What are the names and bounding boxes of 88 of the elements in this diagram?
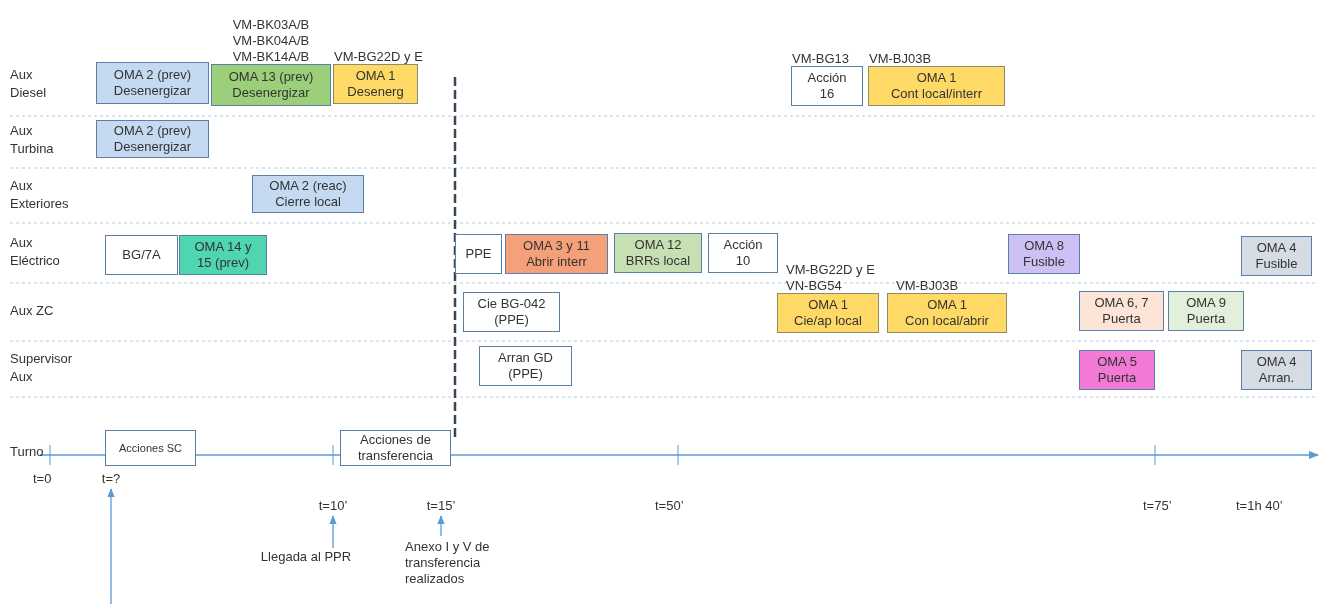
equipment-tag: VN-BG54 (786, 278, 842, 294)
task-box (1079, 291, 1164, 331)
task-box (96, 120, 209, 158)
box-text: Cie BG-042 (PPE) (476, 296, 547, 328)
box-text: Fusible (1255, 256, 1298, 272)
task-box (455, 234, 502, 274)
box-text: Puerta (1102, 311, 1141, 327)
box-text: OMA 3 y 11 (523, 238, 590, 254)
box-text: PPE (465, 246, 492, 262)
row-label: Supervisor Aux (10, 350, 74, 386)
task-box (1241, 236, 1312, 276)
task-box (614, 233, 702, 273)
box-text: OMA 8 (1024, 238, 1064, 254)
annotation-text: t=15’ (426, 498, 456, 514)
annotation-text: t=10’ (318, 498, 348, 514)
box-text: OMA 1 (808, 297, 848, 313)
box-text: OMA 5 (1097, 354, 1137, 370)
box-text: BRRs local (625, 253, 691, 269)
task-box (179, 235, 267, 275)
arrow (107, 488, 115, 605)
task-box (105, 430, 196, 466)
tick-label: t=75’ (1143, 497, 1173, 515)
task-box (505, 234, 608, 274)
equipment-tag: VM-BG22D y E (786, 262, 875, 278)
box-text: OMA 9 (1186, 295, 1226, 311)
box-text: OMA 2 (prev) (113, 67, 192, 83)
row-label: Aux Turbina (10, 122, 55, 158)
row-label: Aux Diesel (10, 66, 48, 102)
box-text: Puerta (1097, 370, 1137, 386)
equipment-tag: VM-BJ03B (896, 278, 959, 294)
box-text: Cierre local (275, 194, 341, 210)
arrow (329, 515, 337, 549)
row-label: Turno (10, 443, 45, 461)
task-box (479, 346, 572, 386)
row-label: Aux ZC (10, 302, 55, 320)
box-text: Arran. (1258, 370, 1295, 386)
equipment-tag: VM-BK03A/B (232, 17, 310, 33)
task-box (105, 235, 178, 275)
box-text: Acción 10 (722, 237, 764, 269)
box-text: OMA 14 y 15 (prev) (193, 239, 253, 271)
arrow (437, 515, 445, 537)
box-text: OMA 4 (1256, 240, 1297, 256)
box-text: Fusible (1023, 254, 1065, 270)
box-text: OMA 12 (634, 237, 682, 253)
box-text: OMA 1 (927, 297, 967, 313)
task-box (708, 233, 778, 273)
box-text: BG/7A (122, 247, 161, 263)
box-text: OMA 1 (916, 70, 957, 86)
box-text: OMA 1 (355, 68, 396, 84)
box-text: Puerta (1186, 311, 1226, 327)
task-box (340, 430, 451, 466)
box-text: OMA 2 (prev) (113, 123, 192, 139)
equipment-tag: VM-BK14A/B (232, 49, 310, 65)
annotation-text: Llegada al PPR (260, 549, 352, 565)
row-label: Aux Exteriores (10, 177, 70, 213)
task-box (1079, 350, 1155, 390)
task-box (1008, 234, 1080, 274)
equipment-tag: VM-BG22D y E (334, 49, 423, 65)
box-text: Desenergizar (232, 85, 310, 101)
box-text: Cie/ap local (794, 313, 862, 329)
box-text: Acciones SC (119, 441, 182, 456)
box-text: OMA 4 (1256, 354, 1297, 370)
box-text: Acción 16 (806, 70, 848, 102)
equipment-tag: VM-BJ03B (869, 51, 932, 67)
task-box (1168, 291, 1244, 331)
equipment-tag: VM-BK04A/B (232, 33, 310, 49)
task-box (1241, 350, 1312, 390)
task-box (96, 62, 209, 104)
task-box (463, 292, 560, 332)
box-text: OMA 2 (reac) (269, 178, 347, 194)
equipment-tag: VM-BG13 (792, 51, 850, 67)
annotation-text: t=? (101, 471, 121, 487)
box-text: Arran GD (PPE) (497, 350, 554, 382)
annotation-text: Anexo I y V de transferencia realizados (405, 539, 491, 587)
tick-label: t=1h 40’ (1236, 497, 1284, 515)
tick-label: t=50’ (655, 497, 685, 515)
tick-label: t=0 (33, 470, 53, 488)
box-text: Abrir interr (526, 254, 587, 270)
box-text: Cont local/interr (890, 86, 982, 102)
task-box (252, 175, 364, 213)
box-text: OMA 6, 7 (1094, 295, 1149, 311)
box-text: OMA 13 (prev) (228, 69, 314, 85)
box-text: Desenergizar (113, 139, 192, 155)
box-text: Desenerg (347, 84, 404, 100)
box-text: Acciones de transferencia (356, 432, 435, 464)
box-text: Desenergizar (113, 83, 192, 99)
row-label: Aux Eléctrico (10, 234, 61, 270)
box-text: Con local/abrir (905, 313, 989, 329)
